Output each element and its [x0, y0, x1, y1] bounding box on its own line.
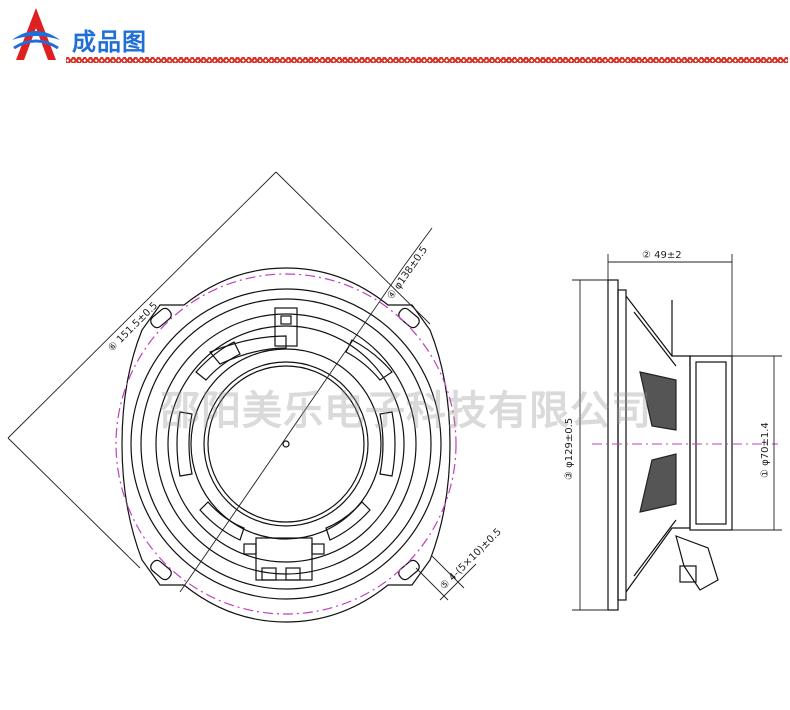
side-dimension-labels: ② 49±2 ③ φ129±0.5 ① φ70±1.4: [564, 250, 771, 480]
header-divider: [66, 57, 788, 63]
dim-mount-circle: ④ φ138±0.5: [385, 245, 430, 302]
front-dimension-lines: [7, 171, 477, 601]
company-logo: [12, 8, 60, 60]
mounting-circle: [115, 273, 457, 615]
page-title: 成品图: [72, 28, 147, 56]
header: 成品图: [0, 0, 790, 66]
dim-magnet: ① φ70±1.4: [760, 422, 771, 478]
side-view: [607, 279, 733, 611]
dim-mount-diagonal: ⑥ 151.5±0.5: [106, 300, 160, 354]
dim-slot: ⑤ 4-(5×10)±0.5: [438, 527, 504, 593]
front-dimension-labels: ⑥ 151.5±0.5 ④ φ138±0.5 ⑤ 4-(5×10)±0.5: [106, 245, 504, 593]
dim-depth: ② 49±2: [642, 250, 682, 261]
front-view: [121, 267, 451, 623]
side-dimension-lines: [572, 254, 782, 611]
dim-outer-diameter: ③ φ129±0.5: [564, 418, 575, 480]
